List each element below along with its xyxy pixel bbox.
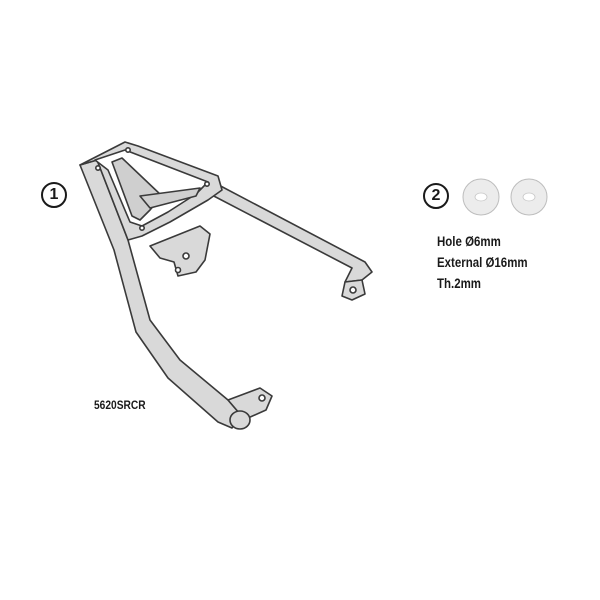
part-number-1-label: 1 [49, 186, 59, 203]
washer-right [510, 178, 548, 216]
part-number-1: 1 [41, 182, 67, 208]
washer-specs: Hole Ø6mm External Ø16mm Th.2mm [437, 231, 528, 294]
spec-external: External Ø16mm [437, 254, 528, 270]
part-number-2-label: 2 [431, 187, 441, 204]
part-code-label: 5620SRCR [94, 398, 146, 412]
washer-left [462, 178, 500, 216]
washer-icon [462, 178, 548, 216]
spec-thickness: Th.2mm [437, 275, 482, 291]
spec-hole: Hole Ø6mm [437, 233, 501, 249]
part-number-2: 2 [423, 183, 449, 209]
